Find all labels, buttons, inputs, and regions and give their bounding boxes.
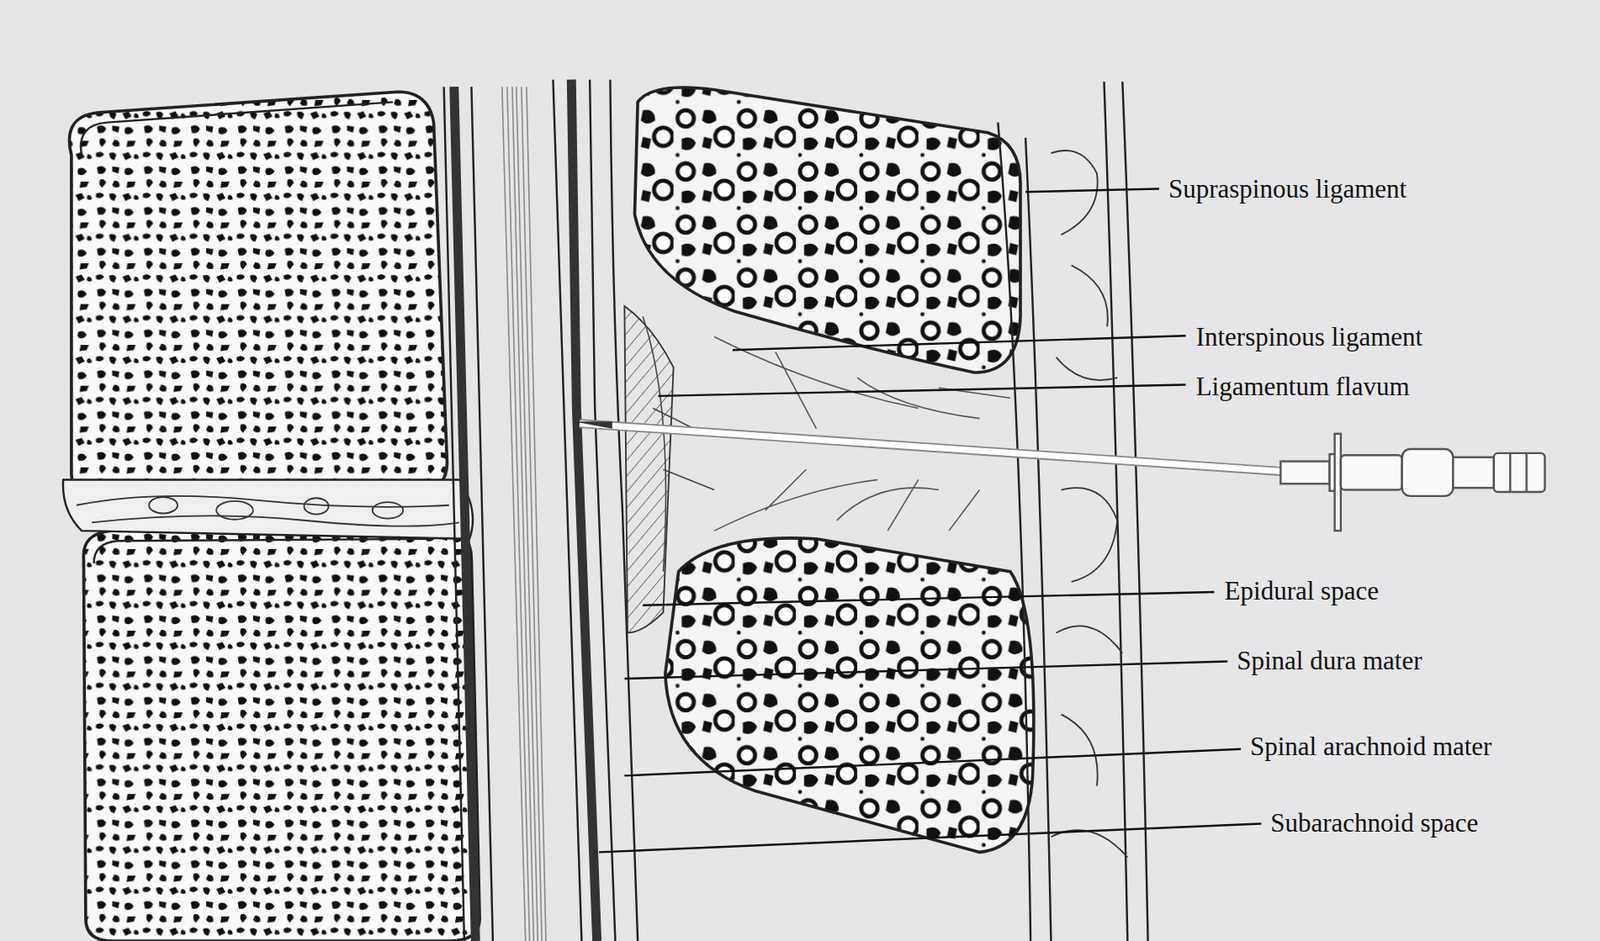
part-label: Supraspinous ligament	[1168, 173, 1407, 205]
part-label: Spinal dura mater	[1236, 645, 1422, 677]
part-label: Interspinous ligament	[1196, 321, 1423, 353]
part-label: Ligamentum flavum	[1196, 370, 1410, 403]
part-label: Spinal arachnoid mater	[1250, 731, 1493, 763]
part-label: Epidural space	[1224, 575, 1379, 607]
part-label: Subarachnoid space	[1270, 807, 1479, 839]
